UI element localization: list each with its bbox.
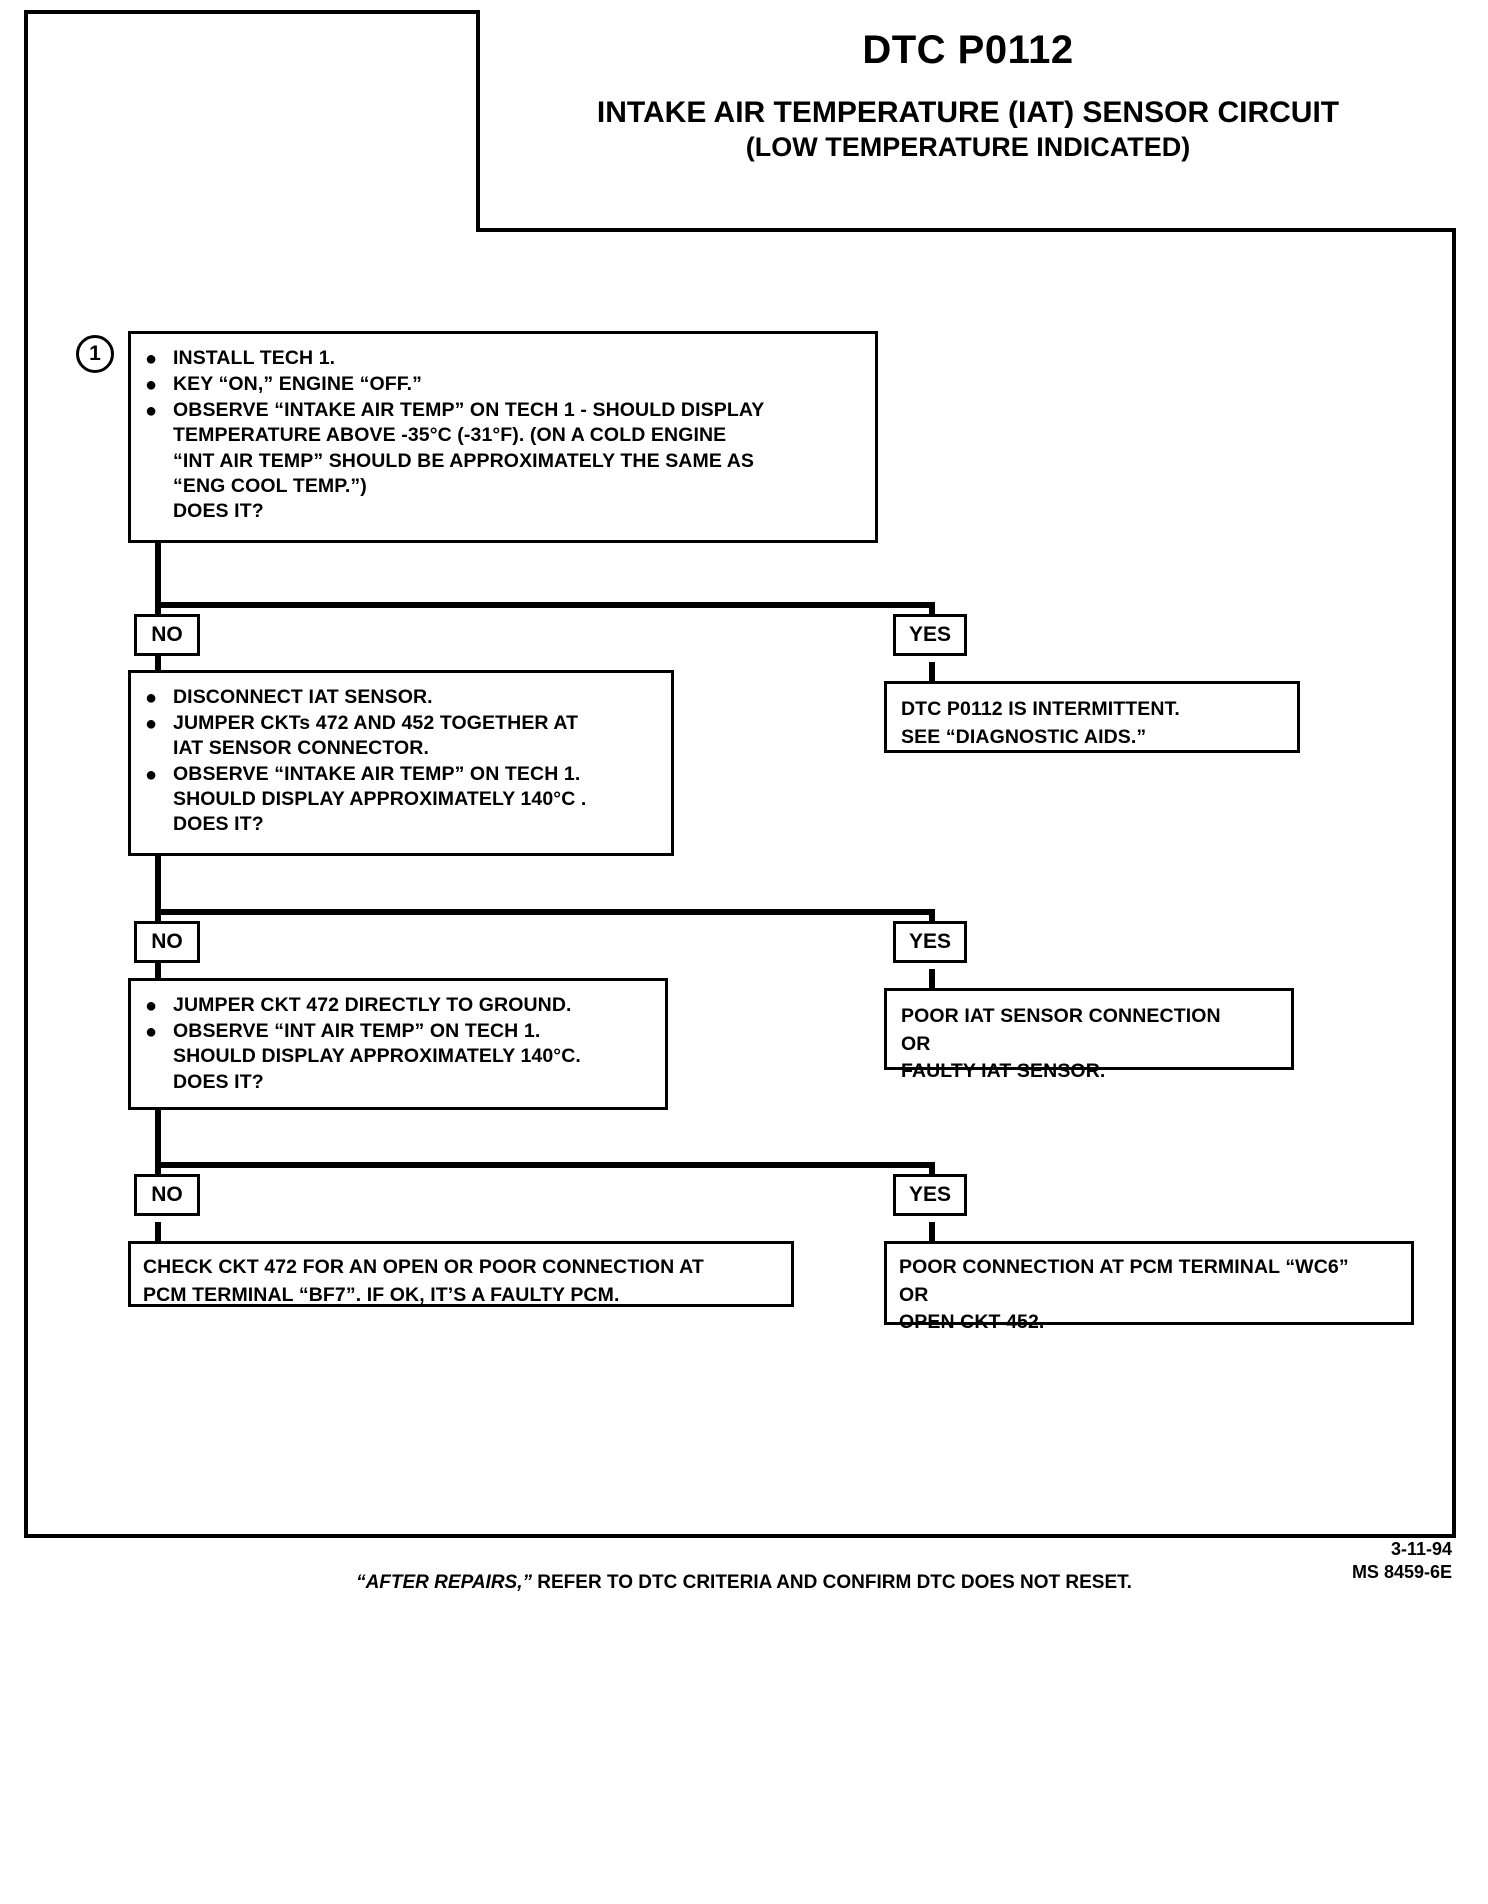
connector-step3-down <box>155 1108 161 1168</box>
step-1-box: ● INSTALL TECH 1. ● KEY “ON,” ENGINE “OF… <box>128 331 878 543</box>
result-no-3-text: CHECK CKT 472 FOR AN OPEN OR POOR CONNEC… <box>143 1256 704 1306</box>
bullet-icon: ● <box>145 400 158 422</box>
footer-doc-code: MS 8459-6E <box>1351 1561 1452 1582</box>
connector-step2-down <box>155 855 161 915</box>
list-item: ● DISCONNECT IAT SENSOR. <box>145 685 657 711</box>
footer-note: “AFTER REPAIRS,” REFER TO DTC CRITERIA A… <box>0 1572 1488 1594</box>
result-yes-2-box: POOR IAT SENSOR CONNECTION OR FAULTY IAT… <box>884 988 1294 1082</box>
footer-doc-code-block: 3-11-94 MS 8459-6E <box>1352 1538 1452 1583</box>
connector-yes3-to-result <box>929 1222 935 1244</box>
branch-label-no-1: NO <box>134 614 200 656</box>
bullet-icon: ● <box>145 687 158 709</box>
bullet-icon: ● <box>145 763 158 786</box>
list-item: ● OBSERVE “INTAKE AIR TEMP” ON TECH 1 - … <box>145 398 861 525</box>
branch-label-no-3: NO <box>134 1174 200 1216</box>
bullet-icon: ● <box>145 1021 158 1043</box>
dtc-title: DTC P0112 <box>862 28 1074 72</box>
step-number-1: 1 <box>76 335 114 373</box>
footer-date: 3-11-94 <box>1390 1539 1452 1559</box>
step3-bullet-1: JUMPER CKT 472 DIRECTLY TO GROUND. <box>173 994 572 1016</box>
result-no-3-box: CHECK CKT 472 FOR AN OPEN OR POOR CONNEC… <box>128 1241 794 1307</box>
footer-note-italic: “AFTER REPAIRS,” <box>356 1572 532 1593</box>
page-header: DTC P0112 INTAKE AIR TEMPERATURE (IAT) S… <box>476 10 1456 232</box>
bullet-icon: ● <box>145 348 158 370</box>
branch-label-yes-2: YES <box>893 921 967 963</box>
bullet-icon: ● <box>145 713 158 735</box>
list-item: ● KEY “ON,” ENGINE “OFF.” <box>145 372 861 398</box>
result-yes-1-box: DTC P0112 IS INTERMITTENT. SEE “DIAGNOST… <box>884 681 1300 753</box>
list-item: ● INSTALL TECH 1. <box>145 346 861 372</box>
circuit-title: INTAKE AIR TEMPERATURE (IAT) SENSOR CIRC… <box>596 96 1340 129</box>
connector-split1 <box>155 602 935 608</box>
bullet-icon: ● <box>145 374 158 396</box>
connector-yes1-to-result <box>929 662 935 684</box>
step2-bullet-1: DISCONNECT IAT SENSOR. <box>173 686 433 708</box>
step3-bullet-2: OBSERVE “INT AIR TEMP” ON TECH 1. SHOULD… <box>173 1020 581 1093</box>
step-2-box: ● DISCONNECT IAT SENSOR. ● JUMPER CKTs 4… <box>128 670 674 856</box>
connector-yes2-to-result <box>929 969 935 991</box>
footer-note-rest: REFER TO DTC CRITERIA AND CONFIRM DTC DO… <box>532 1572 1132 1593</box>
step1-bullet-1: INSTALL TECH 1. <box>173 347 336 369</box>
connector-no3-to-result <box>155 1222 161 1244</box>
result-yes-1-text: DTC P0112 IS INTERMITTENT. SEE “DIAGNOST… <box>901 698 1180 748</box>
step1-bullet-3: OBSERVE “INTAKE AIR TEMP” ON TECH 1 - SH… <box>173 399 765 523</box>
list-item: ● JUMPER CKT 472 DIRECTLY TO GROUND. <box>145 993 651 1019</box>
bullet-icon: ● <box>145 995 158 1017</box>
step2-bullet-3: OBSERVE “INTAKE AIR TEMP” ON TECH 1. SHO… <box>173 762 587 836</box>
step1-bullet-2: KEY “ON,” ENGINE “OFF.” <box>173 373 422 395</box>
branch-label-yes-3: YES <box>893 1174 967 1216</box>
condition-title: (LOW TEMPERATURE INDICATED) <box>745 131 1191 162</box>
list-item: ● JUMPER CKTs 472 AND 452 TOGETHER AT IA… <box>145 711 657 762</box>
result-yes-3-text: POOR CONNECTION AT PCM TERMINAL “WC6” OR… <box>899 1256 1349 1334</box>
connector-split2 <box>155 909 935 915</box>
branch-label-no-2: NO <box>134 921 200 963</box>
step-3-box: ● JUMPER CKT 472 DIRECTLY TO GROUND. ● O… <box>128 978 668 1110</box>
connector-step1-down <box>155 540 161 608</box>
branch-label-yes-1: YES <box>893 614 967 656</box>
result-yes-2-text: POOR IAT SENSOR CONNECTION OR FAULTY IAT… <box>901 1005 1221 1083</box>
connector-split3 <box>155 1162 935 1168</box>
result-yes-3-box: POOR CONNECTION AT PCM TERMINAL “WC6” OR… <box>884 1241 1414 1333</box>
step2-bullet-2: JUMPER CKTs 472 AND 452 TOGETHER AT IAT … <box>173 712 579 760</box>
list-item: ● OBSERVE “INTAKE AIR TEMP” ON TECH 1. S… <box>145 762 657 838</box>
list-item: ● OBSERVE “INT AIR TEMP” ON TECH 1. SHOU… <box>145 1019 651 1095</box>
